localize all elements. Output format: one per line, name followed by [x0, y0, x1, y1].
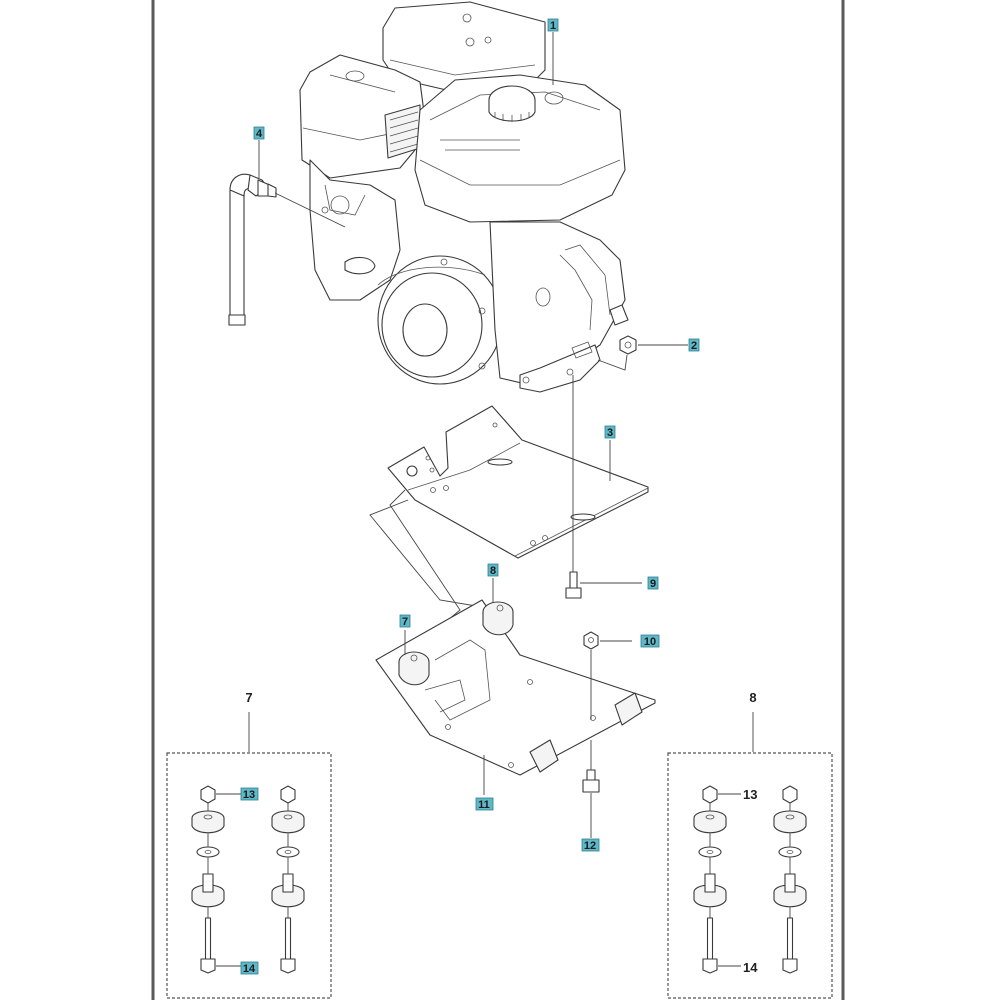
leader-2b	[597, 354, 628, 371]
damper-stack[interactable]	[773, 785, 807, 974]
damper-stack[interactable]	[271, 785, 305, 974]
nut-icon	[280, 785, 296, 804]
bolt-icon	[786, 917, 794, 961]
leader-3c	[369, 499, 501, 611]
callout-2-text: 2	[691, 340, 697, 352]
engine-plate[interactable]	[387, 405, 649, 559]
nut-icon	[200, 785, 216, 804]
damper-icon	[693, 892, 727, 908]
kit-left	[166, 712, 332, 999]
sleeve-icon	[784, 873, 796, 893]
damper-stack[interactable]	[191, 785, 225, 974]
drain-hose[interactable]	[228, 173, 346, 326]
bolt-head-icon	[782, 958, 798, 974]
callout-10-text: 10	[644, 636, 656, 648]
nut-10[interactable]	[583, 631, 599, 650]
callout-11[interactable]: 11	[475, 797, 494, 811]
bolt-head-icon	[702, 958, 718, 974]
callout-9-text: 9	[650, 578, 656, 590]
callout-14-right-text[interactable]: 14	[743, 960, 758, 975]
callout-4-text: 4	[256, 128, 263, 140]
callout-13-left[interactable]: 13	[240, 787, 259, 801]
nut-icon	[702, 785, 718, 804]
damper-icon	[191, 818, 225, 834]
base-frame[interactable]	[375, 599, 656, 776]
damper-icon	[693, 818, 727, 834]
damper-icon	[773, 892, 807, 908]
callout-1[interactable]: 1	[547, 18, 559, 32]
washer-icon	[698, 846, 722, 858]
damper-icon	[271, 818, 305, 834]
callout-14-left[interactable]: 14	[240, 961, 259, 975]
kit-right-label: 8	[749, 690, 756, 705]
nut-icon	[782, 785, 798, 804]
bolt-icon	[706, 917, 714, 961]
sleeve-icon	[704, 873, 716, 893]
bolt-9[interactable]	[565, 571, 582, 599]
kit-right	[667, 712, 833, 999]
callout-3-text: 3	[607, 427, 613, 439]
callout-2[interactable]: 2	[688, 338, 700, 352]
damper-stack[interactable]	[693, 785, 727, 974]
engine[interactable]	[299, 1, 629, 393]
bolt-head-icon	[280, 958, 296, 974]
callout-3[interactable]: 3	[604, 425, 616, 439]
bolt-icon	[204, 917, 212, 961]
callout-10[interactable]: 10	[640, 634, 660, 648]
bolt-icon	[284, 917, 292, 961]
damper-icon	[773, 818, 807, 834]
bolt-12[interactable]	[582, 769, 600, 793]
callout-9[interactable]: 9	[647, 576, 659, 590]
callout-13-left-text: 13	[243, 789, 255, 801]
callout-14-left-text: 14	[243, 963, 256, 975]
sleeve-icon	[282, 873, 294, 893]
washer-icon	[196, 846, 220, 858]
callout-12-text: 12	[584, 840, 596, 852]
damper-icon	[271, 892, 305, 908]
callout-4[interactable]: 4	[253, 126, 265, 140]
sleeve-icon	[202, 873, 214, 893]
callout-12[interactable]: 12	[581, 838, 600, 852]
bolt-head-icon	[200, 958, 216, 974]
callout-8-text: 8	[490, 565, 496, 577]
callout-7[interactable]: 7	[399, 614, 411, 628]
damper-icon	[191, 892, 225, 908]
nut-2[interactable]	[619, 335, 637, 355]
callout-8[interactable]: 8	[487, 563, 499, 577]
callout-7-text: 7	[402, 616, 408, 628]
washer-icon	[778, 846, 802, 858]
callout-13-right-text[interactable]: 13	[743, 787, 757, 802]
callout-11-text: 11	[478, 799, 490, 811]
callout-1-text: 1	[550, 20, 556, 32]
kit-left-label: 7	[245, 690, 252, 705]
washer-icon	[276, 846, 300, 858]
